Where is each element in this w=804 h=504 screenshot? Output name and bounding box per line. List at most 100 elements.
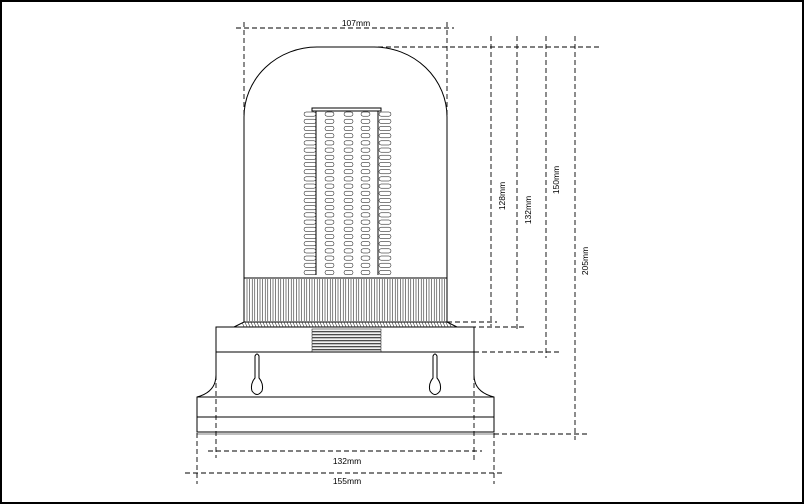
led-segment — [324, 176, 335, 182]
seal-hatch-line — [265, 322, 269, 327]
led-segment — [360, 176, 371, 182]
led-segment — [378, 140, 392, 146]
led-segment — [303, 169, 317, 175]
led-segment — [303, 154, 317, 160]
led-segment — [303, 234, 317, 239]
led-segment — [343, 205, 354, 211]
seal-hatch-line — [292, 322, 296, 327]
led-segment — [324, 118, 335, 124]
seal-hatch-line — [406, 322, 410, 327]
led-segment — [360, 234, 371, 239]
thread-ridge — [311, 334, 382, 338]
ribbed-collar — [243, 277, 448, 323]
seal-hatch-line — [415, 322, 419, 327]
led-segment — [343, 111, 354, 117]
seal-hatch-line — [355, 322, 359, 327]
seal-hatch-line — [289, 322, 293, 327]
led-segment — [303, 212, 317, 218]
seal-hatch-line — [367, 322, 371, 327]
seal-hatch-line — [424, 322, 428, 327]
seal-hatch-line — [310, 322, 314, 327]
seal-hatch-line — [394, 322, 398, 327]
thread-ridge — [311, 346, 382, 350]
led-segment — [378, 126, 392, 131]
seal-hatch-line — [241, 322, 245, 327]
seal-hatch-line — [274, 322, 278, 327]
seal-hatch-line — [262, 322, 266, 327]
dim-132-vertical-label: 132mm — [523, 196, 533, 224]
seal-ring — [233, 321, 458, 328]
led-segment — [303, 205, 317, 211]
led-segment — [343, 176, 354, 182]
led-segment — [324, 126, 335, 131]
right-keyhole-slot — [428, 353, 442, 395]
seal-hatch-line — [358, 322, 362, 327]
led-segment — [324, 205, 335, 211]
seal-hatch-line — [298, 322, 302, 327]
led-segment — [324, 140, 335, 146]
dim-bottom-inner-label: 132mm — [333, 456, 361, 466]
seal-hatch-line — [250, 322, 254, 327]
seal-ring-hatch — [241, 322, 452, 327]
seal-hatch-line — [388, 322, 392, 327]
led-segment — [343, 248, 354, 254]
led-segment — [324, 111, 335, 117]
led-segment — [343, 133, 354, 139]
led-segment — [378, 198, 392, 203]
led-segment — [378, 205, 392, 211]
led-segment — [360, 219, 371, 225]
led-segment — [303, 133, 317, 139]
led-segment — [360, 154, 371, 160]
seal-hatch-line — [412, 322, 416, 327]
led-segment — [324, 270, 335, 275]
seal-hatch-line — [364, 322, 368, 327]
seal-hatch-line — [340, 322, 344, 327]
seal-hatch-line — [322, 322, 326, 327]
led-segment — [303, 198, 317, 203]
led-segment — [343, 162, 354, 167]
led-segment — [360, 262, 371, 268]
led-segment — [343, 190, 354, 196]
led-segment — [343, 212, 354, 218]
led-segment — [324, 183, 335, 189]
led-segment — [303, 219, 317, 225]
led-segment — [303, 162, 317, 167]
seal-hatch-line — [307, 322, 311, 327]
led-segment — [324, 169, 335, 175]
led-segment — [360, 212, 371, 218]
seal-hatch-line — [376, 322, 380, 327]
led-segment — [303, 262, 317, 268]
led-segment — [303, 176, 317, 182]
led-segment — [303, 190, 317, 196]
led-segment — [343, 226, 354, 232]
seal-hatch-line — [409, 322, 413, 327]
led-segment — [324, 234, 335, 239]
seal-hatch-line — [448, 322, 452, 327]
thread-ridge — [311, 328, 382, 332]
led-segment — [360, 255, 371, 261]
led-segment — [378, 190, 392, 196]
led-segment — [360, 241, 371, 247]
led-stack-cap — [311, 107, 382, 112]
seal-hatch-line — [436, 322, 440, 327]
led-segment — [343, 183, 354, 189]
led-segment — [360, 226, 371, 232]
led-segment — [303, 147, 317, 153]
led-segment — [378, 262, 392, 268]
seal-hatch-line — [400, 322, 404, 327]
led-segment — [303, 140, 317, 146]
led-segment — [360, 190, 371, 196]
led-segment — [378, 176, 392, 182]
seal-hatch-line — [319, 322, 323, 327]
seal-hatch-line — [346, 322, 350, 327]
seal-hatch-line — [316, 322, 320, 327]
led-segment — [343, 270, 354, 275]
led-segment — [378, 147, 392, 153]
led-segment — [303, 183, 317, 189]
led-segment — [303, 270, 317, 275]
led-segment — [378, 219, 392, 225]
led-segment — [303, 126, 317, 131]
seal-hatch-line — [379, 322, 383, 327]
seal-hatch-line — [286, 322, 290, 327]
